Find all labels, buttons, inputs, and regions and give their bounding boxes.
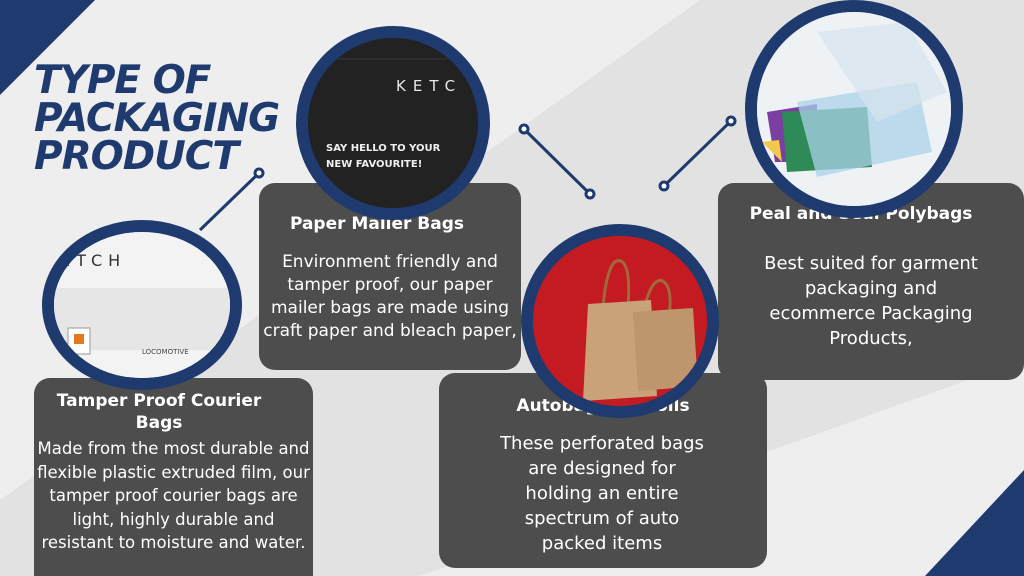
mailer-tagline-line1: SAY HELLO TO YOUR <box>326 143 441 154</box>
card-title: Paper Mailer Bags <box>289 214 465 234</box>
mailer-tagline-line2: NEW FAVOURITE! <box>326 159 422 170</box>
mailer-brand-text: KETC <box>396 77 462 95</box>
card-body: Environment friendly and tamper proof, o… <box>263 252 517 341</box>
image-autobags <box>521 224 719 418</box>
polybags-illustration <box>757 12 951 206</box>
title-line: PRODUCT <box>34 134 239 179</box>
courier-footer-text: LOCOMOTIVE <box>142 348 189 356</box>
card-body: Made from the most durable and flexible … <box>37 439 310 552</box>
title-line: TYPE OF <box>34 58 211 103</box>
bottom-right-corner-triangle <box>925 470 1024 576</box>
courier-brand-text: ETCH <box>60 251 126 270</box>
card-body: Best suited for garment packaging and ec… <box>764 253 978 349</box>
image-paper-mailer-bag: KETC SAY HELLO TO YOUR NEW FAVOURITE! <box>296 26 490 220</box>
autobags-illustration <box>533 236 707 406</box>
paper-mailer-illustration: KETC SAY HELLO TO YOUR NEW FAVOURITE! <box>308 38 478 208</box>
title-line: PACKAGING <box>34 96 280 141</box>
image-courier-bag: ETCH LOCOMOTIVE <box>42 220 242 390</box>
image-polybags <box>745 0 963 218</box>
page-title: TYPE OF PACKAGING PRODUCT <box>34 58 280 179</box>
card-body: These perforated bags are designed for h… <box>500 433 704 554</box>
card-tamper-proof-courier-bags: Tamper Proof Courier Bags Made from the … <box>34 378 313 576</box>
courier-bag-illustration: ETCH LOCOMOTIVE <box>54 232 230 378</box>
top-left-corner-triangle <box>0 0 95 95</box>
card-title: Tamper Proof Courier Bags <box>56 391 262 433</box>
